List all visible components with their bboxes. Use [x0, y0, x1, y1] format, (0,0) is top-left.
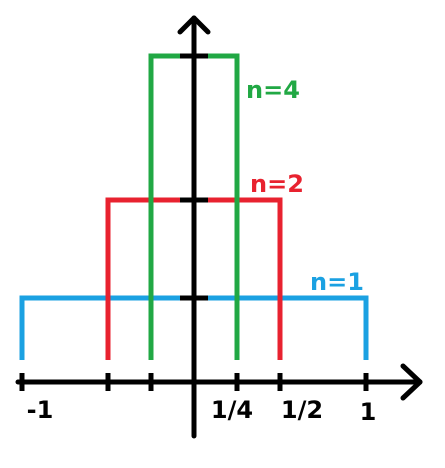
series-label-n1: n=1	[310, 268, 364, 296]
series-labels: n=4 n=2 n=1	[246, 76, 364, 296]
x-axis-arrowhead	[400, 363, 423, 401]
series-label-n4: n=4	[246, 76, 300, 104]
axes	[15, 15, 423, 439]
tick-layer	[19, 53, 369, 391]
tick-label-1: 1	[360, 398, 377, 426]
tick-label-minus-1: -1	[27, 396, 54, 424]
series-label-n2: n=2	[250, 170, 304, 198]
tick-labels: -1 1/4 1/2 1	[27, 396, 377, 426]
tick-label-one-quarter: 1/4	[211, 396, 253, 424]
y-axis-arrowhead	[177, 15, 211, 35]
tick-label-one-half: 1/2	[281, 396, 323, 424]
